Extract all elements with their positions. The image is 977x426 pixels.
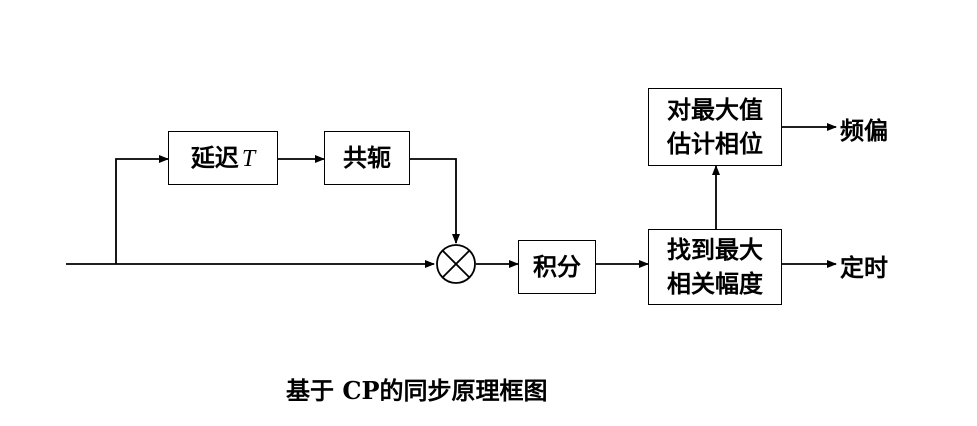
delay-block-label: 延迟 [190,143,239,172]
find-max-line1: 找到最大 [667,236,763,264]
phase-estimate-block: 对最大值 估计相位 [648,88,782,166]
phase-estimate-line1: 对最大值 [667,96,763,124]
delay-symbol: T [241,145,256,172]
find-max-line2: 相关幅度 [667,270,763,298]
integrate-block: 积分 [518,240,596,294]
conjugate-block: 共轭 [324,131,410,185]
diagram-caption: 基于 CP的同步原理框图 [286,376,548,405]
integrate-block-label: 积分 [533,253,581,281]
timing-label: 定时 [840,254,888,282]
conjugate-to-multiplier-line [410,158,460,244]
find-max-block: 找到最大 相关幅度 [648,229,782,305]
phase-estimate-line2: 估计相位 [667,130,763,158]
freq-offset-label: 频偏 [840,117,888,145]
branch-to-delay-line [115,155,169,264]
conjugate-block-label: 共轭 [343,144,391,172]
